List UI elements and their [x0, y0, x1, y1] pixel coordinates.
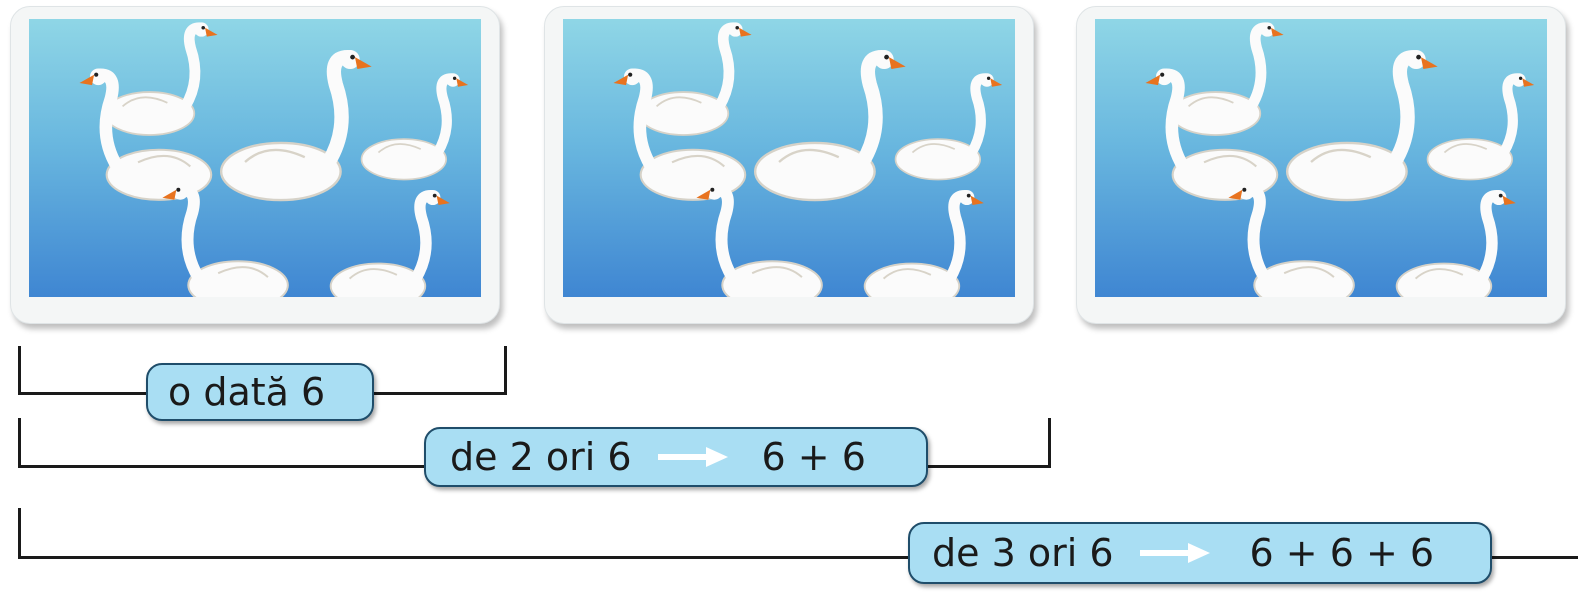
- swan-1: [1169, 22, 1284, 136]
- swan-card-3: [1076, 6, 1566, 324]
- swan-picture-1: [29, 19, 481, 297]
- swan-5: [696, 183, 823, 297]
- swan-1: [103, 22, 218, 136]
- label-thrice-text: de 3 ori 6: [932, 531, 1114, 575]
- swan-group: [79, 22, 469, 297]
- label-thrice-result: 6 + 6 + 6: [1249, 531, 1435, 575]
- swan-6: [329, 189, 450, 297]
- label-thrice-six: de 3 ori 6 6 + 6 + 6: [908, 522, 1492, 584]
- label-twice-text: de 2 ori 6: [450, 435, 632, 479]
- swan-3: [1285, 49, 1438, 202]
- bracket-three-groups: [18, 508, 1578, 559]
- swan-3: [753, 49, 906, 202]
- swan-5: [1228, 183, 1355, 297]
- swan-6: [863, 189, 984, 297]
- swan-card-1: [10, 6, 500, 324]
- swan-3: [219, 49, 372, 202]
- swan-4: [1426, 73, 1535, 181]
- swan-picture-3: [1095, 19, 1547, 297]
- swan-group: [1145, 22, 1535, 297]
- swan-picture-2: [563, 19, 1015, 297]
- swan-4: [360, 73, 469, 181]
- label-twice-six: de 2 ori 6 6 + 6: [424, 427, 928, 487]
- label-once-text: o dată 6: [168, 370, 326, 414]
- swan-6: [1395, 189, 1516, 297]
- swan-card-2: [544, 6, 1034, 324]
- swan-group: [613, 22, 1003, 297]
- right-arrow-icon: [657, 446, 728, 468]
- label-once-six: o dată 6: [146, 363, 374, 421]
- swan-1: [637, 22, 752, 136]
- swan-5: [162, 183, 289, 297]
- label-twice-result: 6 + 6: [761, 435, 866, 479]
- right-arrow-icon: [1139, 542, 1210, 564]
- swan-4: [894, 73, 1003, 181]
